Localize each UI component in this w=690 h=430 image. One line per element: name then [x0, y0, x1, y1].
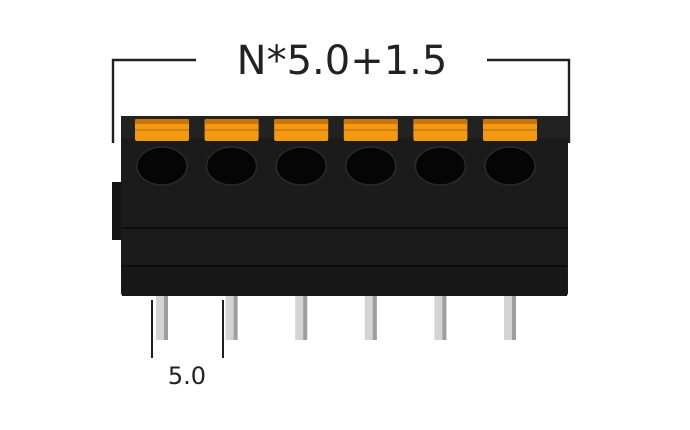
solder-pin-shade	[303, 296, 308, 340]
overall-dimension-right-bracket	[487, 58, 571, 143]
push-lever-top-edge	[274, 119, 329, 124]
solder-pin-shade	[372, 296, 377, 340]
connector-housing	[112, 116, 568, 296]
poles	[135, 119, 537, 340]
pitch-dimension: 5.0	[151, 300, 224, 390]
overall-dimension-left-bracket	[111, 58, 196, 143]
solder-pin-shade	[164, 296, 168, 340]
push-lever-top-edge	[483, 119, 537, 124]
wire-entry-hole	[345, 146, 397, 186]
push-lever-top-edge	[135, 119, 189, 124]
wire-entry-hole	[414, 146, 467, 186]
solder-pin-shade	[512, 296, 516, 340]
wire-entry-hole	[275, 146, 327, 186]
overall-dimension-label: N*5.0+1.5	[237, 38, 448, 84]
wire-entry-hole	[484, 146, 536, 186]
overall-dimension: N*5.0+1.5	[111, 38, 571, 143]
solder-pin-shade	[442, 296, 447, 340]
push-lever-top-edge	[204, 119, 259, 124]
solder-pin-shade	[233, 296, 238, 340]
wire-entry-hole	[205, 146, 258, 186]
wire-entry-hole	[136, 146, 188, 186]
push-lever-top-edge	[343, 119, 398, 124]
push-lever-top-edge	[413, 119, 468, 124]
pitch-dimension-label: 5.0	[168, 362, 206, 390]
housing-base	[122, 267, 567, 296]
